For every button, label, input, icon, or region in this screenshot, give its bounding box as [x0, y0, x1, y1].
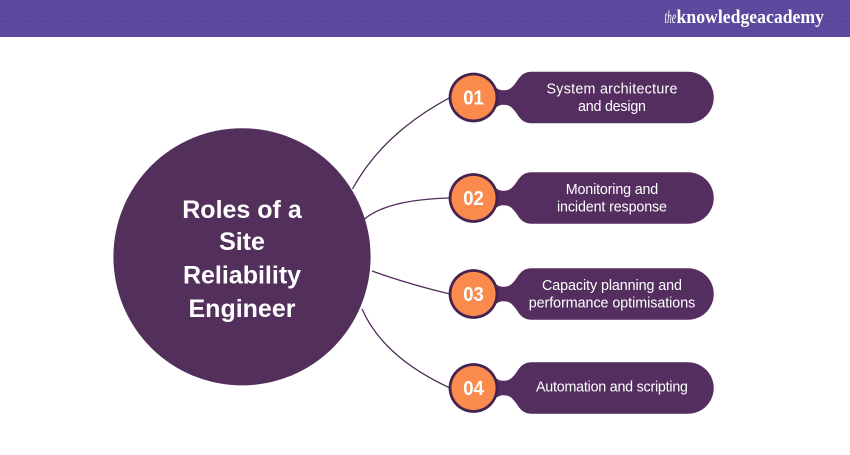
svg-text:Roles of a: Roles of a: [182, 196, 303, 224]
svg-text:the: the: [665, 7, 677, 27]
svg-text:and design: and design: [578, 99, 646, 115]
svg-text:performance optimisations: performance optimisations: [529, 295, 696, 311]
svg-text:Capacity planning and: Capacity planning and: [542, 278, 682, 294]
svg-text:Site: Site: [219, 228, 265, 256]
svg-text:02: 02: [463, 187, 484, 210]
svg-text:knowledgeacademy: knowledgeacademy: [677, 7, 825, 28]
svg-text:03: 03: [463, 283, 484, 306]
svg-text:04: 04: [463, 377, 484, 400]
svg-text:System architecture: System architecture: [547, 82, 678, 98]
svg-text:Engineer: Engineer: [189, 295, 296, 323]
svg-text:incident response: incident response: [557, 199, 667, 215]
svg-text:Monitoring and: Monitoring and: [566, 182, 659, 198]
svg-text:Automation and scripting: Automation and scripting: [536, 380, 688, 396]
svg-text:Reliability: Reliability: [183, 262, 301, 290]
svg-text:01: 01: [463, 87, 484, 110]
